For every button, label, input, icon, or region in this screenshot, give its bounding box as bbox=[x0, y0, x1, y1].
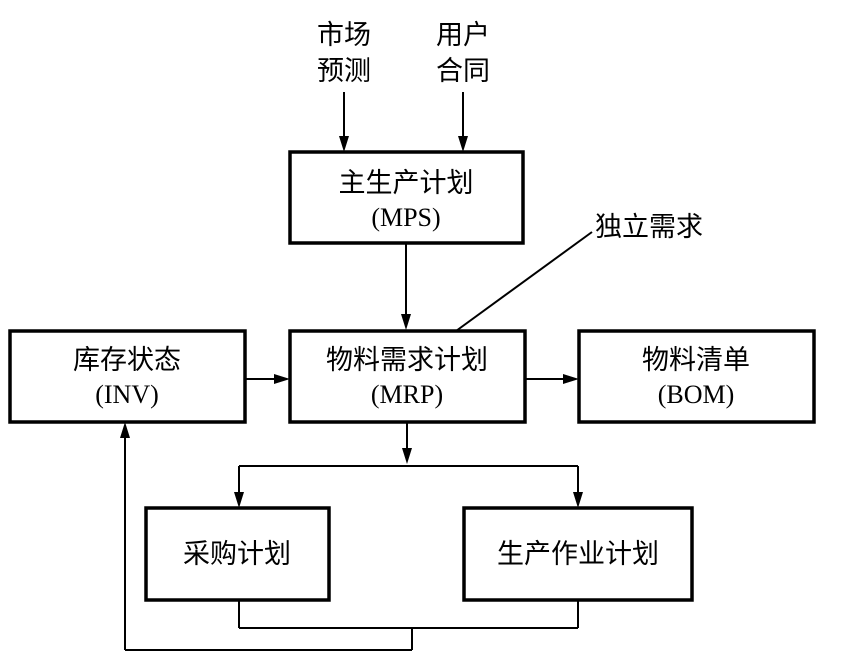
purchase-plan-label: 采购计划 bbox=[183, 539, 291, 570]
independent-demand-label: 独立需求 bbox=[595, 212, 703, 243]
bom-title: 物料清单 bbox=[642, 345, 750, 376]
arrow-mrp-to-plans bbox=[234, 422, 583, 508]
mps-box: 主生产计划 (MPS) bbox=[288, 150, 525, 245]
mrp-abbr: (MRP) bbox=[371, 380, 443, 409]
inv-box: 库存状态 (INV) bbox=[8, 329, 247, 424]
user-contract-line-1: 用户 bbox=[436, 20, 490, 51]
arrow-inv-to-mrp bbox=[245, 374, 290, 384]
mps-title: 主生产计划 bbox=[339, 168, 474, 199]
arrow-market-to-mps bbox=[339, 92, 349, 152]
arrow-mps-to-mrp bbox=[401, 243, 411, 330]
inv-title: 库存状态 bbox=[73, 345, 181, 376]
market-forecast-line-1: 市场 bbox=[317, 20, 371, 51]
user-contract-line-2: 合同 bbox=[436, 56, 490, 87]
bom-box: 物料清单 (BOM) bbox=[577, 329, 816, 424]
production-plan-box: 生产作业计划 bbox=[462, 506, 694, 602]
arrow-contract-to-mps bbox=[458, 92, 468, 152]
production-plan-label: 生产作业计划 bbox=[497, 539, 659, 570]
inv-abbr: (INV) bbox=[95, 380, 159, 409]
market-forecast-label: 市场 预测 bbox=[317, 20, 371, 87]
independent-demand-leader bbox=[455, 231, 593, 332]
mrp-title: 物料需求计划 bbox=[326, 345, 488, 376]
mrp-box: 物料需求计划 (MRP) bbox=[288, 329, 527, 424]
mps-abbr: (MPS) bbox=[371, 203, 440, 232]
purchase-plan-box: 采购计划 bbox=[144, 506, 331, 602]
feedback-to-inv bbox=[120, 422, 579, 651]
user-contract-label: 用户 合同 bbox=[436, 20, 490, 87]
bom-abbr: (BOM) bbox=[658, 380, 735, 409]
market-forecast-line-2: 预测 bbox=[317, 56, 371, 87]
arrow-mrp-to-bom bbox=[525, 374, 579, 384]
